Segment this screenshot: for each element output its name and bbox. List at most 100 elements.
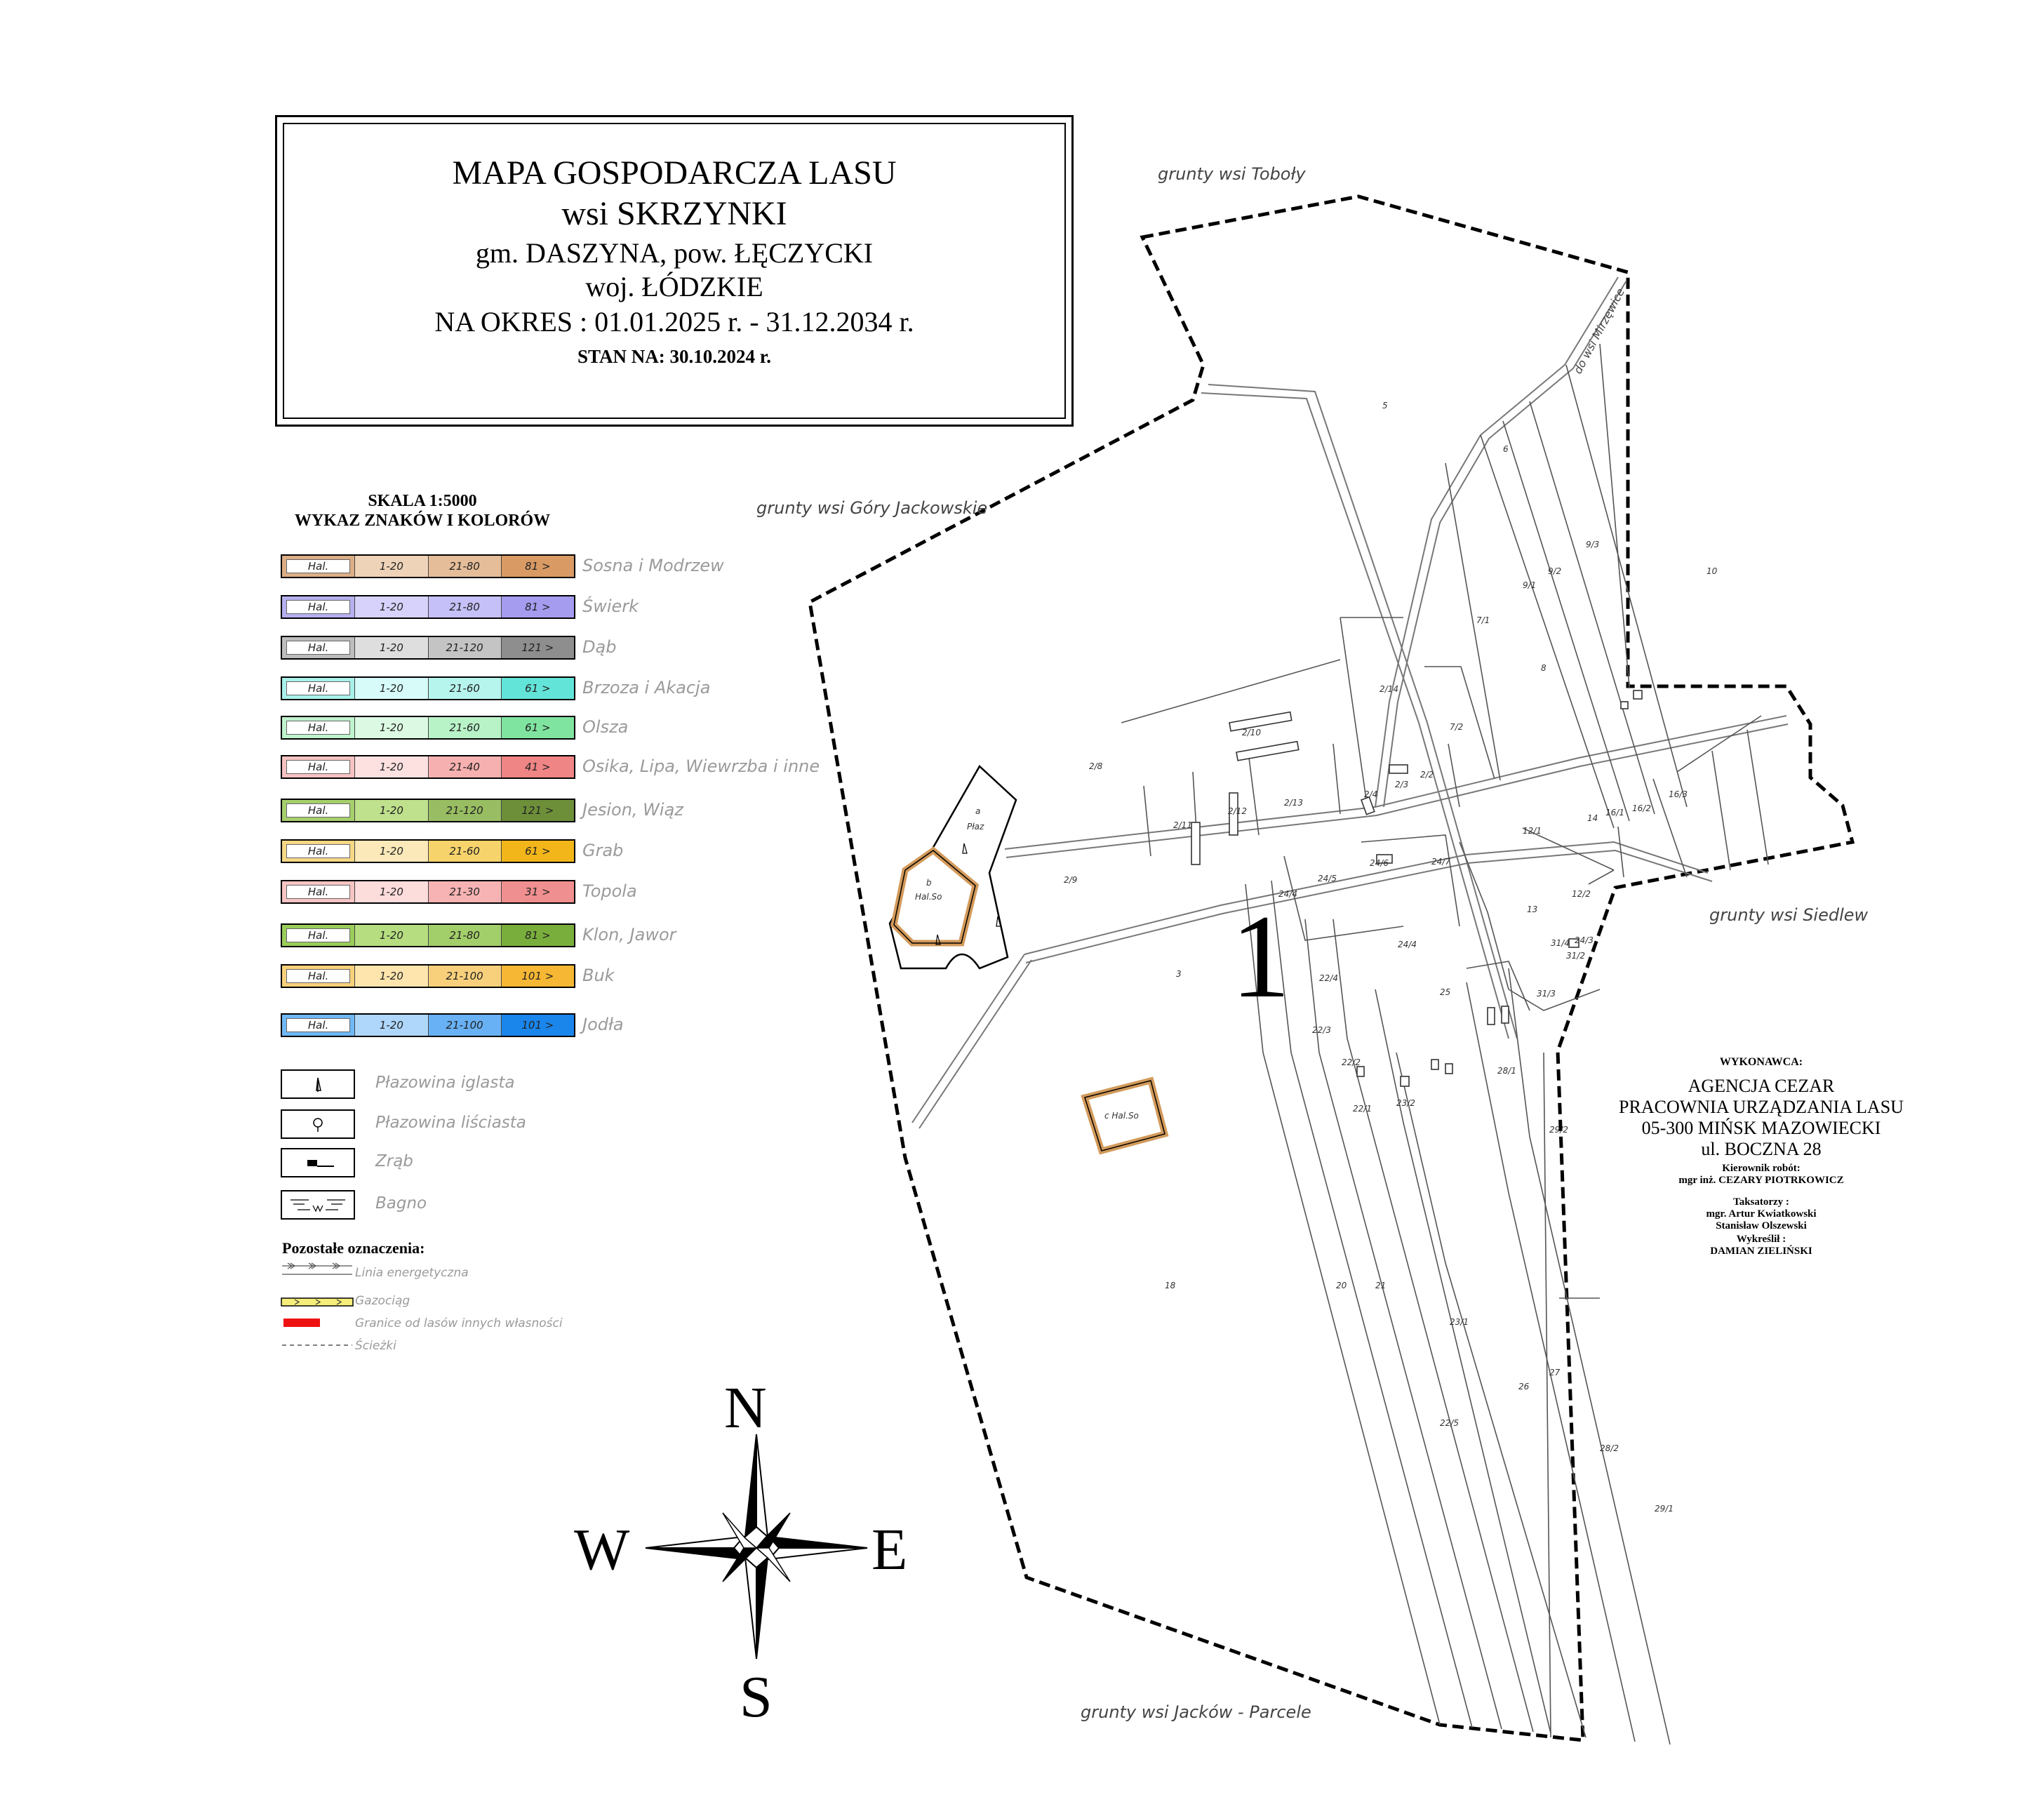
legend-cell-hal-label: Hal. — [286, 600, 351, 614]
subcompartment-a — [888, 765, 1017, 970]
species-name: Olsza — [582, 717, 629, 737]
parcel-number: 24/5 — [1318, 874, 1337, 883]
legend-cell-age-class: 21-80 — [428, 925, 502, 946]
drawn-by-name: DAMIAN ZIELIŃSKI — [1710, 1246, 1812, 1257]
parcel-number: 22/3 — [1312, 1025, 1331, 1035]
compartment-number: 1 — [1231, 890, 1290, 1022]
credits-heading: WYKONAWCA: — [1719, 1056, 1803, 1068]
parcel-number: 2/13 — [1284, 798, 1303, 808]
other-marking-label: Linia energetyczna — [355, 1266, 469, 1280]
legend-cell-age-class: 21-30 — [428, 881, 502, 902]
legend-cell-hal: Hal. — [282, 1015, 356, 1036]
gas-pipeline-icon — [281, 1297, 354, 1307]
other-markings-heading: Pozostałe oznaczenia: — [282, 1239, 425, 1257]
legend-cell-age-class: 21-100 — [428, 966, 502, 987]
legend-cell-age-class: 121 > — [501, 637, 574, 658]
legend-cell-age-class: 121 > — [501, 800, 574, 821]
parcel-number: 2/8 — [1089, 761, 1103, 771]
subcompartment-b-outline — [893, 850, 976, 944]
conifer-sapling-marks — [935, 843, 1001, 945]
parcel-number: 31/3 — [1537, 989, 1556, 999]
legend-cell-age-class: 1-20 — [355, 596, 429, 618]
parcel-number: 29/1 — [1655, 1504, 1674, 1514]
legend-cell-hal-label: Hal. — [286, 844, 351, 858]
parcel-number: 31/2 — [1566, 951, 1585, 961]
legend-cell-hal: Hal. — [282, 800, 356, 821]
legend-cell-age-class: 61 > — [501, 717, 574, 738]
legend-cell-age-class: 1-20 — [355, 881, 429, 902]
species-name: Jesion, Wiąz — [582, 800, 683, 820]
legend-cell-age-class: 21-100 — [428, 1015, 502, 1036]
species-name: Topola — [582, 881, 637, 901]
parcel-number: 24/4 — [1398, 940, 1417, 949]
parcel-number: 22/1 — [1353, 1104, 1372, 1114]
legend-cell-age-class: 21-60 — [428, 717, 502, 738]
legend-heading: SKALA 1:5000 WYKAZ ZNAKÓW I KOLORÓW — [275, 491, 570, 530]
taxators-role: Taksatorzy : — [1733, 1196, 1789, 1208]
parcel-number: 24/3 — [1575, 935, 1594, 945]
legend-cell-age-class: 1-20 — [355, 678, 429, 699]
legend-cell-age-class: 21-80 — [428, 556, 502, 577]
parcel-number: 24/7 — [1431, 857, 1450, 867]
legend-cell-age-class: 81 > — [501, 556, 574, 577]
legend-cell-age-class: 61 > — [501, 678, 574, 699]
neighbour-north-label: grunty wsi Toboły — [1158, 164, 1306, 184]
legend-symbol-label: Płazowina iglasta — [375, 1074, 515, 1092]
legend-cell-hal: Hal. — [282, 556, 356, 577]
commune-county: gm. DASZYNA, pow. ŁĘCZYCKI — [475, 237, 874, 269]
legend-cell-age-class: 1-20 — [355, 841, 429, 862]
legend-cell-hal-label: Hal. — [286, 760, 351, 774]
legend-cell-hal: Hal. — [282, 966, 356, 987]
validity-period: NA OKRES : 01.01.2025 r. - 31.12.2034 r. — [434, 306, 914, 338]
legend-cell-age-class: 21-120 — [428, 637, 502, 658]
compass-rose: N S W E — [574, 1375, 907, 1730]
parcel-number: 16/3 — [1669, 789, 1688, 799]
subcompartment-c — [1081, 1076, 1169, 1155]
compass-north: N — [724, 1375, 767, 1441]
parcel-number: 26 — [1518, 1382, 1530, 1391]
other-marking-label: Ścieżki — [355, 1339, 396, 1353]
legend-symbol-label: Płazowina liściasta — [375, 1114, 526, 1132]
parcel-number: 16/2 — [1632, 803, 1651, 813]
species-name: Buk — [582, 966, 615, 985]
legend-cell-age-class: 21-120 — [428, 800, 502, 821]
parcel-number: 12/1 — [1523, 826, 1542, 836]
parcel-boundaries — [1121, 343, 1769, 1011]
voivodeship: woj. ŁÓDZKIE — [585, 271, 763, 302]
parcel-number: 20 — [1336, 1281, 1347, 1290]
legend-cell-hal-label: Hal. — [286, 803, 351, 817]
parcel-number: 3 — [1176, 969, 1182, 979]
path-icon — [282, 1344, 352, 1346]
village-name: wsi SKRZYNKI — [561, 195, 787, 232]
power-line-icon — [282, 1262, 352, 1275]
other-marking-label: Granice od lasów innych własności — [355, 1316, 563, 1330]
parcel-number: 13 — [1527, 904, 1537, 914]
species-name: Grab — [582, 841, 624, 860]
parcel-number: 2/3 — [1395, 780, 1408, 789]
map-title: MAPA GOSPODARCZA LASU — [452, 154, 897, 192]
legend-title: WYKAZ ZNAKÓW I KOLORÓW — [294, 512, 551, 530]
main-road — [911, 276, 1789, 1129]
credits-block: WYKONAWCA: AGENCJA CEZAR PRACOWNIA URZĄD… — [1565, 1056, 1958, 1257]
ownership-boundary-icon — [283, 1319, 320, 1327]
legend-cell-hal-label: Hal. — [286, 1018, 351, 1032]
taxator-name: Stanisław Olszewski — [1716, 1220, 1807, 1231]
parcel-number: 24/4 — [1278, 889, 1297, 899]
legend-cell-hal-label: Hal. — [286, 641, 351, 655]
parcel-number: 23/2 — [1396, 1098, 1415, 1108]
parcel-number: 2/9 — [1064, 875, 1077, 885]
taxator-name: mgr. Artur Kwiatkowski — [1706, 1208, 1817, 1220]
legend-cell-hal: Hal. — [282, 756, 356, 777]
parcel-number: 28/2 — [1600, 1443, 1619, 1453]
legend-cell-age-class: 1-20 — [355, 717, 429, 738]
buildings — [1191, 690, 1643, 1087]
parcel-number: 6 — [1503, 444, 1509, 454]
legend-cell-age-class: 1-20 — [355, 966, 429, 987]
